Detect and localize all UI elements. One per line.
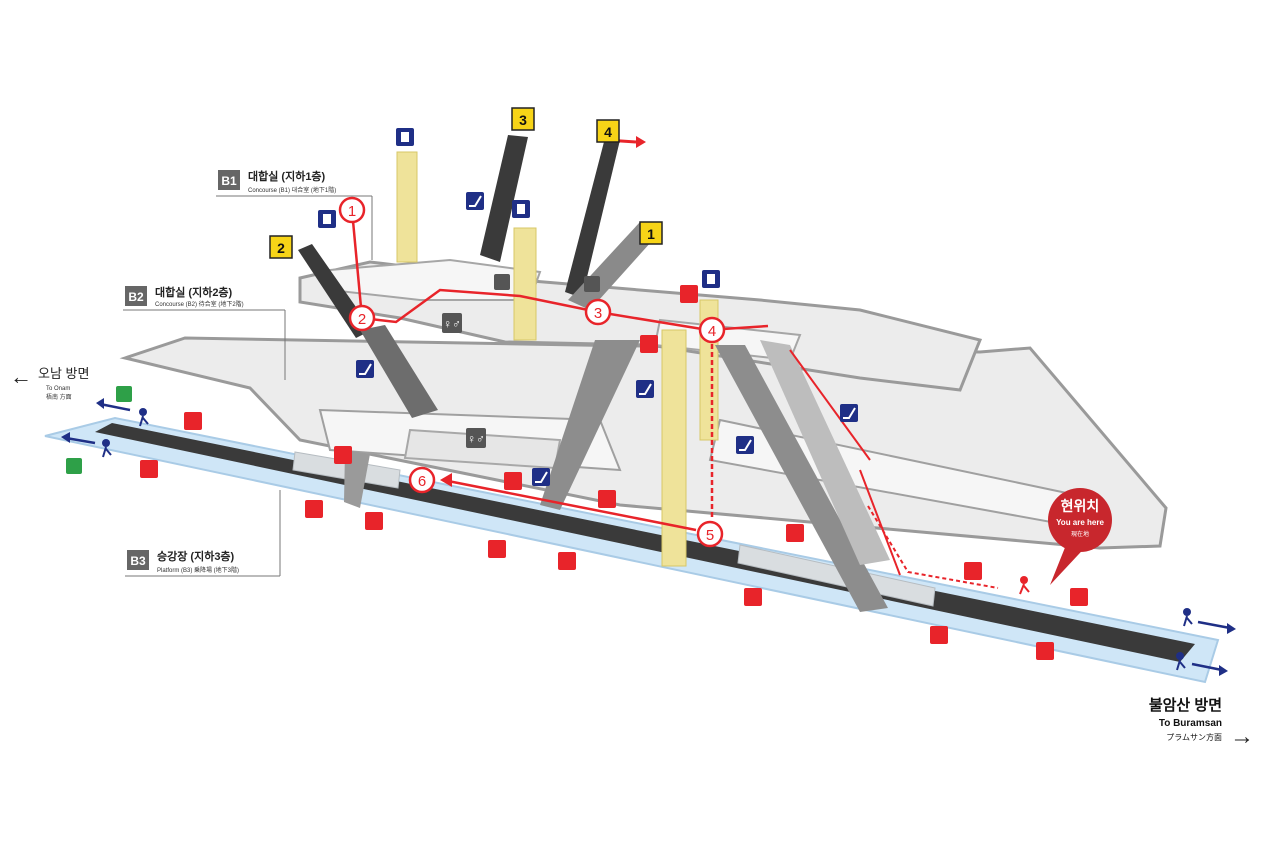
elevator-icon <box>512 200 530 218</box>
train-right <box>737 544 936 607</box>
escalator-icon <box>636 380 654 398</box>
level-name: 대합실 (지하2층) <box>155 285 233 299</box>
level-sub: Concourse (B1) 대合室 (地下1階) <box>248 186 336 194</box>
svg-text:6: 6 <box>418 473 426 490</box>
elevator-icon <box>702 270 720 288</box>
direction-right: 불암산 방면 To Buramsan プラムサン方面 → <box>1149 696 1254 750</box>
svg-text:3: 3 <box>519 112 527 128</box>
fire-extinguisher-icon <box>140 412 1088 660</box>
fire-hose-icon <box>488 285 698 558</box>
floor-b2 <box>119 336 1168 550</box>
route-step-1: 1 <box>338 196 366 224</box>
escalator-icon <box>736 436 754 454</box>
svg-text:♀♂: ♀♂ <box>443 317 461 331</box>
svg-text:1: 1 <box>348 203 356 220</box>
exit-badge-4: 4 <box>596 119 620 143</box>
arrow-right-icon: → <box>1230 723 1254 750</box>
level-name: 대합실 (지하1층) <box>248 169 326 183</box>
direction-arrows <box>61 398 1236 676</box>
escalator-icon <box>356 360 374 378</box>
floor-b1 <box>298 258 983 392</box>
emergency-phone-icon <box>305 446 982 644</box>
you-are-here-ko: 현위치 <box>1061 498 1100 514</box>
direction-left-jp: 梧南 方面 <box>46 393 72 401</box>
svg-text:5: 5 <box>706 527 714 544</box>
ticket-gate-icon <box>494 274 600 292</box>
route-step-4: 4 <box>698 316 726 344</box>
svg-text:2: 2 <box>358 311 366 328</box>
direction-right-jp: プラムサン方面 <box>1166 732 1222 742</box>
level-name: 승강장 (지하3층) <box>157 549 235 563</box>
direction-left-ko: 오남 방면 <box>38 366 89 381</box>
platform-b3 <box>44 416 1220 684</box>
svg-text:4: 4 <box>604 124 612 140</box>
you-are-here-en: You are here <box>1056 518 1104 527</box>
you-are-here-marker: 현위치 You are here 現在地 <box>1048 488 1112 585</box>
emergency-exit-icon <box>66 386 132 474</box>
level-label-b3: B3 승강장 (지하3층) Platform (B3) 乗降場 (地下3階) <box>125 490 281 577</box>
walking-person-icon <box>102 408 1193 671</box>
route-step-6: 6 <box>408 466 436 494</box>
level-sub: Platform (B3) 乗降場 (地下3階) <box>157 566 239 574</box>
level-code: B3 <box>130 554 146 568</box>
direction-left: ← 오남 방면 To Onam 梧南 方面 <box>10 364 89 401</box>
exit-badge-3: 3 <box>511 107 535 131</box>
restroom-icon: ♀♂ <box>466 428 486 448</box>
svg-text:1: 1 <box>647 226 655 242</box>
restroom-icon: ♀♂ <box>442 313 462 333</box>
escalator-icon <box>840 404 858 422</box>
escalator-icon <box>466 192 484 210</box>
direction-right-ko: 불암산 방면 <box>1149 696 1222 714</box>
arrow-left-icon: ← <box>10 364 32 389</box>
svg-text:4: 4 <box>708 323 716 340</box>
elevator-icon <box>396 128 414 146</box>
level-label-b2: B2 대합실 (지하2층) Concourse (B2) 待合室 (地下2階) <box>123 285 286 380</box>
route-step-3: 3 <box>584 298 612 326</box>
direction-left-en: To Onam <box>46 386 70 392</box>
elevator-icon <box>318 210 336 228</box>
level-sub: Concourse (B2) 待合室 (地下2階) <box>155 300 244 308</box>
direction-right-en: To Buramsan <box>1159 718 1222 729</box>
svg-text:2: 2 <box>277 240 285 256</box>
exit-badge-2: 2 <box>269 235 293 259</box>
level-label-b1: B1 대합실 (지하1층) Concourse (B1) 대合室 (地下1階) <box>216 169 373 260</box>
route-step-5: 5 <box>696 520 724 548</box>
svg-text:3: 3 <box>594 305 602 322</box>
you-are-here-jp: 現在地 <box>1071 530 1089 538</box>
svg-text:♀♂: ♀♂ <box>467 432 485 446</box>
route-step-2: 2 <box>348 304 376 332</box>
escalator-icon <box>532 468 550 486</box>
exit-badge-1: 1 <box>639 221 663 245</box>
level-code: B1 <box>221 174 237 188</box>
level-code: B2 <box>128 290 144 304</box>
